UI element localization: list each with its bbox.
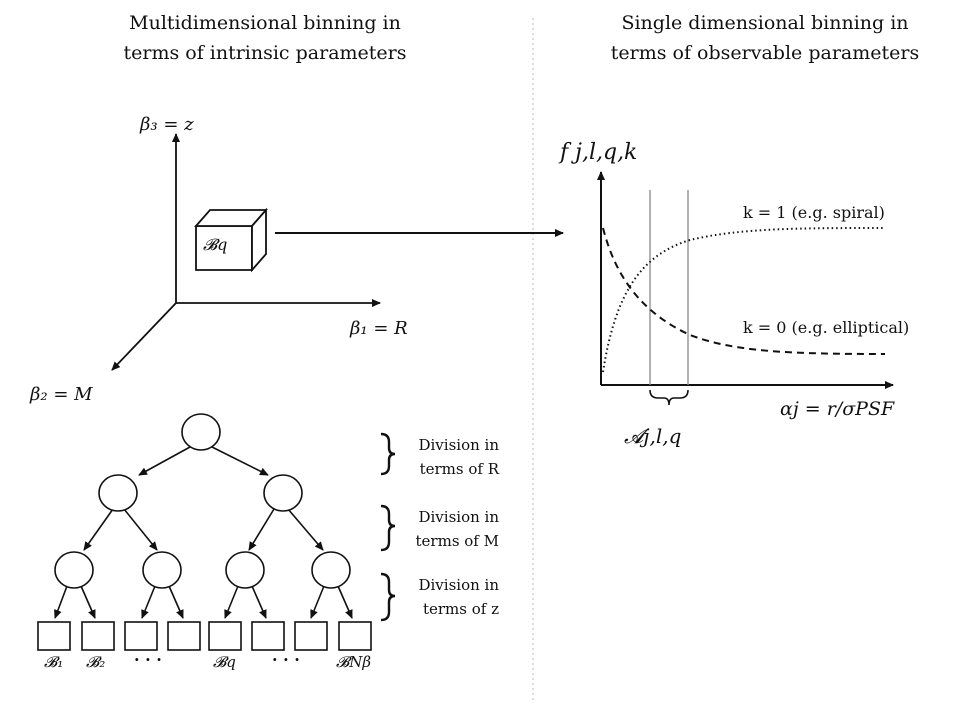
leaf-ellipsis-1: · · · [134,650,162,669]
brace-r [380,432,396,476]
tree-leaf [167,621,201,651]
tree-nodes [37,413,372,651]
tree-leaf [124,621,158,651]
tree-leaf [338,621,372,651]
plot-y-label: f j,l,q,k [560,140,638,165]
axis-m [111,302,177,371]
parameter-axes [111,133,381,371]
leaf-label-n: 𝓑Nβ [336,653,372,671]
leaf-ellipsis-2: · · · [272,650,300,669]
tree-node-root [181,413,221,451]
tree-leaf [37,621,71,651]
tree-node [225,551,265,589]
tree-node [54,551,94,589]
right-title: Single dimensional binning in terms of o… [575,8,955,68]
leaf-label-1: 𝓑₁ [44,653,64,671]
curve-spiral-label: k = 1 (e.g. spiral) [743,203,885,222]
left-title-line1: Multidimensional binning in [129,12,401,34]
brace-m [380,504,396,552]
axis-m-label: β₂ = M [30,384,93,405]
left-title-line2: terms of intrinsic parameters [123,42,407,64]
tree-node [142,551,182,589]
bin-bracket-label: 𝓐j,l,q [624,424,682,448]
division-note-line: terms of R [419,460,499,478]
bin-cube [194,207,268,273]
axis-r-label: β₁ = R [350,318,408,339]
tree-leaf [251,621,285,651]
leaf-label-2: 𝓑₂ [86,653,106,671]
division-note-line: Division in [418,436,499,454]
tree-node [311,551,351,589]
right-title-line2: terms of observable parameters [610,42,920,64]
tree-node [98,474,138,512]
leaf-label-q: 𝓑q [213,653,236,671]
plot-x-label: αj = r/σPSF [780,398,895,420]
curve-spiral [602,227,886,373]
tree-leaf [208,621,242,651]
cube-label: 𝓑q [203,235,228,254]
division-note-r: Division in terms of R [403,433,499,481]
brace-z [380,572,396,622]
left-title: Multidimensional binning in terms of int… [85,8,445,68]
curve-elliptical [602,227,886,355]
right-title-line1: Single dimensional binning in [621,12,909,34]
division-note-line: terms of M [415,532,499,550]
binary-tree [54,446,353,619]
division-note-z: Division in terms of z [403,573,499,621]
division-note-line: Division in [418,508,499,526]
division-note-m: Division in terms of M [403,505,499,553]
curve-elliptical-label: k = 0 (e.g. elliptical) [743,318,910,337]
tree-node [263,474,303,512]
tree-leaf [294,621,328,651]
division-note-line: terms of z [422,600,499,618]
tree-leaf [81,621,115,651]
bin-bracket [649,389,689,406]
axis-z-label: β₃ = z [140,114,194,135]
division-braces [380,432,396,622]
division-note-line: Division in [418,576,499,594]
